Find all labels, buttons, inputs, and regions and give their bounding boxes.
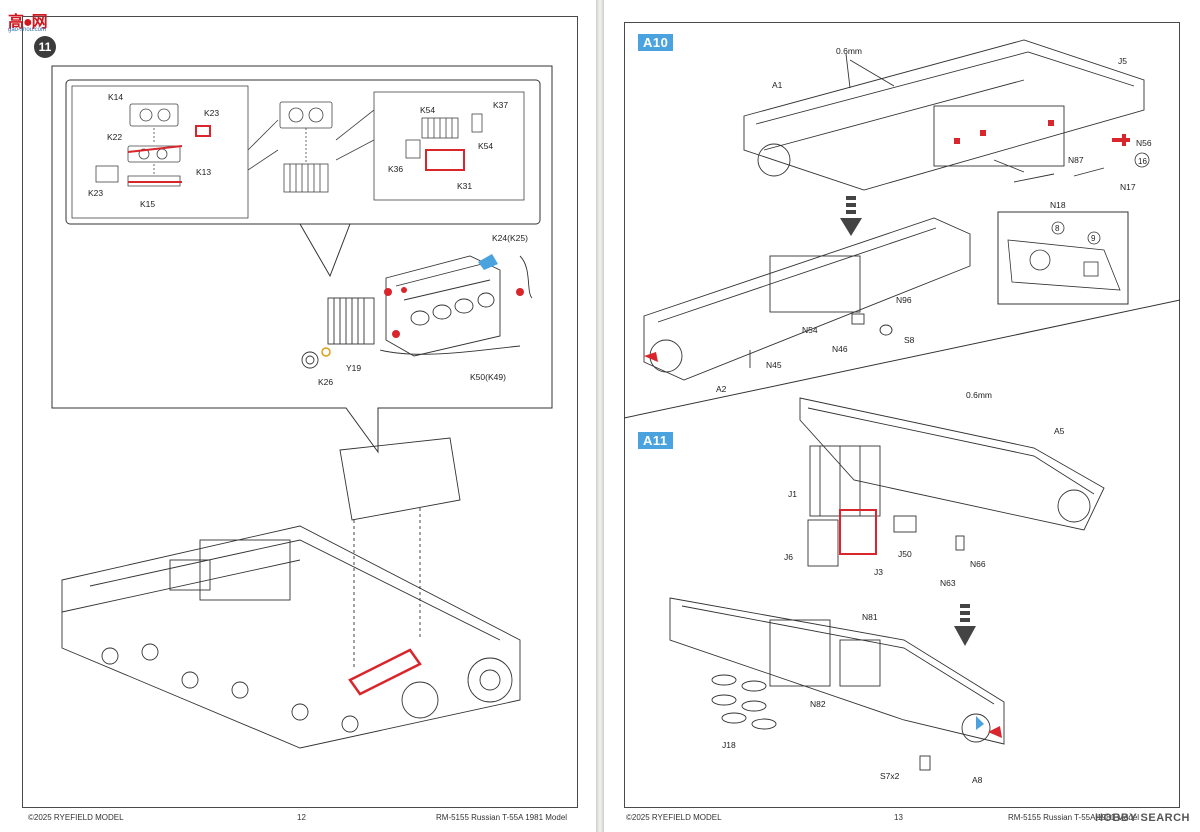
label-n81: N81 <box>862 612 878 622</box>
label-k50: K50(K49) <box>470 372 506 382</box>
page-border-right <box>624 22 1180 808</box>
label-k54a: K54 <box>420 105 435 115</box>
label-k37: K37 <box>493 100 508 110</box>
page-border-left <box>22 16 578 808</box>
label-j1: J1 <box>788 489 797 499</box>
label-k13: K13 <box>196 167 211 177</box>
footer-copyright-right: ©2025 RYEFIELD MODEL <box>626 813 722 822</box>
footer-copyright-left: ©2025 RYEFIELD MODEL <box>28 813 124 822</box>
label-n18: N18 <box>1050 200 1066 210</box>
footer-model-right: RM-5155 Russian T-55A 1981 Model <box>1008 813 1140 822</box>
label-a5: A5 <box>1054 426 1065 436</box>
label-n56: N56 <box>1136 138 1152 148</box>
label-k26: K26 <box>318 377 333 387</box>
label-n87: N87 <box>1068 155 1084 165</box>
label-a8: A8 <box>972 775 983 785</box>
label-circle-8: 8 <box>1055 224 1060 233</box>
label-n96: N96 <box>896 295 912 305</box>
watermark-logo-left: 高●网 <box>8 14 48 31</box>
footer-page-number-left: 12 <box>297 813 306 822</box>
label-k22: K22 <box>107 132 122 142</box>
radiator-detail-box <box>71 85 249 219</box>
label-s8: S8 <box>904 335 915 345</box>
label-j50: J50 <box>898 549 912 559</box>
a10-detail-box <box>997 211 1129 305</box>
label-j5: J5 <box>1118 56 1127 66</box>
label-y19: Y19 <box>346 363 361 373</box>
label-j6: J6 <box>784 552 793 562</box>
footer-model-left: RM-5155 Russian T-55A 1981 Model <box>436 813 568 822</box>
label-n82: N82 <box>810 699 826 709</box>
label-n45: N45 <box>766 360 782 370</box>
label-n17: N17 <box>1120 182 1136 192</box>
label-n66: N66 <box>970 559 986 569</box>
page-gutter <box>596 0 604 832</box>
label-k23b: K23 <box>88 188 103 198</box>
label-k15: K15 <box>140 199 155 209</box>
label-n54: N54 <box>802 325 818 335</box>
label-circle-16: 16 <box>1138 157 1147 166</box>
subassembly-callout-box <box>65 79 541 225</box>
label-wire-a10: 0.6mm <box>836 46 862 56</box>
engine-callout-box <box>51 65 553 454</box>
label-wire-a11: 0.6mm <box>966 390 992 400</box>
watermark-url-left: gao-shou.com <box>8 27 47 33</box>
label-k54b: K54 <box>478 141 493 151</box>
label-a2: A2 <box>716 384 727 394</box>
footer-page-number-right: 13 <box>894 813 903 822</box>
label-k23a: K23 <box>204 108 219 118</box>
instruction-page-right: A10 A11 <box>604 0 1200 832</box>
label-j18: J18 <box>722 740 736 750</box>
label-n46: N46 <box>832 344 848 354</box>
watermark-logo-right: HOBBY SEARCH <box>1094 812 1190 824</box>
section-tag-a10: A10 <box>638 34 674 51</box>
label-k36: K36 <box>388 164 403 174</box>
step-11-drawing: K14 K23 K22 K13 K23 K15 K54 K37 K54 K36 … <box>51 65 553 749</box>
label-s7: S7x2 <box>880 771 900 781</box>
label-a1: A1 <box>772 80 783 90</box>
step-number-badge: 11 <box>34 36 56 58</box>
label-k24: K24(K25) <box>492 233 528 243</box>
steps-a10-a11-drawing: 0.6mm A1 J5 N56 N87 N18 N17 16 8 9 N96 N… <box>623 39 1181 785</box>
label-k31: K31 <box>457 181 472 191</box>
filter-detail-box <box>373 91 525 201</box>
label-j3: J3 <box>874 567 883 577</box>
section-tag-a11: A11 <box>638 432 673 449</box>
label-circle-9: 9 <box>1091 234 1096 243</box>
instruction-page-left: 高●网 gao-shou.com 11 <box>0 0 596 832</box>
label-k14: K14 <box>108 92 123 102</box>
label-n63: N63 <box>940 578 956 588</box>
